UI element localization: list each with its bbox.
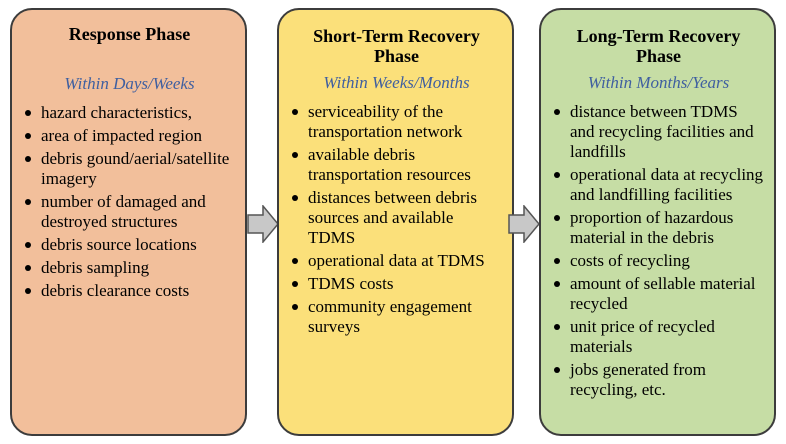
short-term-phase-list: serviceability of the transportation net… xyxy=(291,102,502,337)
list-item: distance between TDMS and recycling faci… xyxy=(553,102,764,162)
list-item: number of damaged and destroyed structur… xyxy=(24,192,235,232)
response-phase-box: Response Phase Within Days/Weeks hazard … xyxy=(10,8,247,436)
list-item: debris clearance costs xyxy=(24,281,235,301)
list-item: amount of sellable material recycled xyxy=(553,274,764,314)
list-item: TDMS costs xyxy=(291,274,502,294)
response-phase-list: hazard characteristics, area of impacted… xyxy=(24,103,235,301)
short-term-phase-timeframe: Within Weeks/Months xyxy=(323,73,470,92)
response-phase-timeframe: Within Days/Weeks xyxy=(64,74,195,93)
long-term-phase-list: distance between TDMS and recycling faci… xyxy=(553,102,764,400)
list-item: operational data at recycling and landfi… xyxy=(553,165,764,205)
list-item: unit price of recycled materials xyxy=(553,317,764,357)
arrow-right-icon xyxy=(508,205,540,243)
list-item: available debris transportation resource… xyxy=(291,145,502,185)
list-item: costs of recycling xyxy=(553,251,764,271)
list-item: hazard characteristics, xyxy=(24,103,235,123)
long-term-phase-timeframe: Within Months/Years xyxy=(587,73,730,92)
list-item: proportion of hazardous material in the … xyxy=(553,208,764,248)
list-item: operational data at TDMS xyxy=(291,251,502,271)
list-item: debris gound/aerial/satellite imagery xyxy=(24,149,235,189)
short-term-recovery-phase-box: Short-Term Recovery Phase Within Weeks/M… xyxy=(277,8,514,436)
list-item: community engagement surveys xyxy=(291,297,502,337)
list-item: debris sampling xyxy=(24,258,235,278)
list-item: jobs generated from recycling, etc. xyxy=(553,360,764,400)
response-phase-title: Response Phase xyxy=(68,24,191,44)
short-term-phase-title: Short-Term Recovery Phase xyxy=(313,26,480,66)
list-item: debris source locations xyxy=(24,235,235,255)
list-item: area of impacted region xyxy=(24,126,235,146)
long-term-phase-title: Long-Term Recovery Phase xyxy=(576,26,741,66)
arrow-right-icon xyxy=(247,205,279,243)
long-term-recovery-phase-box: Long-Term Recovery Phase Within Months/Y… xyxy=(539,8,776,436)
list-item: distances between debris sources and ava… xyxy=(291,188,502,248)
list-item: serviceability of the transportation net… xyxy=(291,102,502,142)
